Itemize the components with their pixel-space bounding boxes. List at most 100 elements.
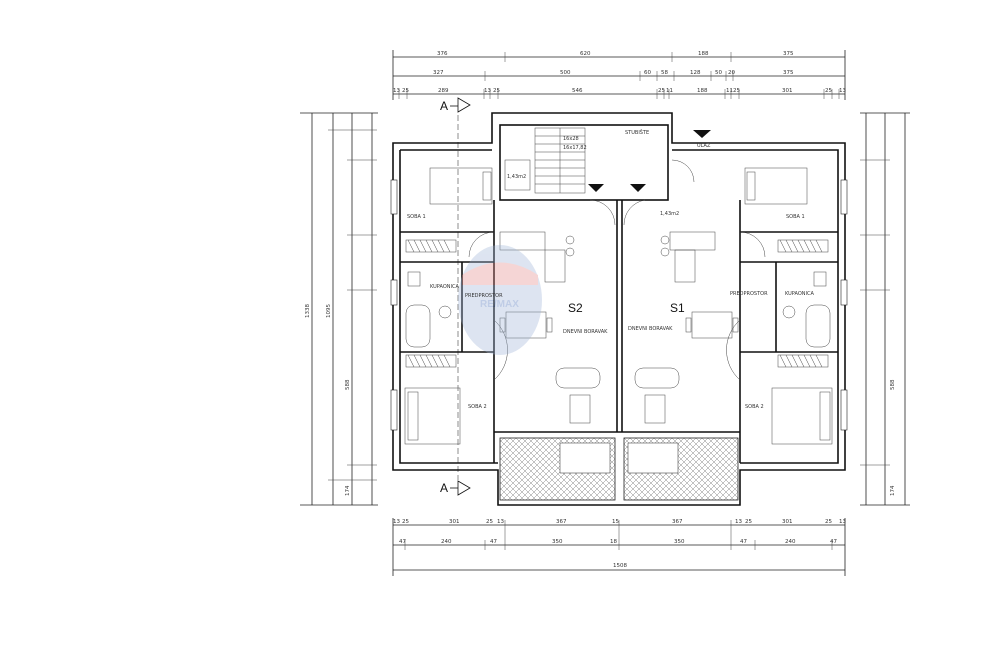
room-label-dnevni-left: DNEVNI BORAVAK [563, 329, 608, 335]
section-arrow-icon [457, 480, 471, 496]
dim-text: 500 [560, 70, 571, 76]
dim-text: 25 [402, 519, 409, 525]
room-label-soba1-left: SOBA 1 [407, 214, 426, 220]
window-symbols [390, 179, 848, 431]
dim-text: 25 [733, 88, 740, 94]
section-marker-top: A [440, 97, 471, 113]
dim-text: 367 [556, 519, 567, 525]
dim-text: 1095 [326, 304, 332, 318]
area-label: 1,43m2 [507, 174, 526, 180]
staircase: 16x28 16x17,82 1,43m2 [504, 127, 587, 194]
dim-text: 20 [728, 70, 735, 76]
dim-text: 47 [740, 539, 747, 545]
dim-text: 25 [402, 88, 409, 94]
dim-text: 25 [825, 88, 832, 94]
dim-text: 376 [437, 51, 448, 57]
dim-text: 25 [486, 519, 493, 525]
dining-tables [499, 311, 739, 339]
dim-text: 18 [610, 539, 617, 545]
remax-watermark: RE/MAX [458, 245, 542, 355]
dim-text: 15 [612, 519, 619, 525]
dim-text: 350 [552, 539, 563, 545]
dim-text: 350 [674, 539, 685, 545]
dim-text: 13 [393, 519, 400, 525]
dim-text: 47 [399, 539, 406, 545]
room-label-predprostor-left: PREDPROSTOR [465, 293, 503, 299]
room-label-stubiste: STUBIŠTE [625, 129, 649, 136]
building-walls [392, 112, 846, 506]
dim-text: 588 [345, 379, 351, 390]
dim-text: 367 [672, 519, 683, 525]
dim-text: 11 [666, 88, 673, 94]
room-label-kupaonica-right: KUPAONICA [785, 291, 814, 297]
unit-label-s2: S2 [568, 301, 583, 315]
right-dimension-text: 588 174 [890, 379, 896, 496]
dim-text: 301 [449, 519, 460, 525]
bottom-dimension-lines [392, 518, 846, 576]
dim-text: 620 [580, 51, 591, 57]
room-label-predprostor-right: PREDPROSTOR [730, 291, 768, 297]
left-dimension-text: 1338 1095 588 174 [305, 304, 351, 496]
dim-text: 289 [438, 88, 449, 94]
room-label-dnevni-right: DNEVNI BORAVAK [628, 326, 673, 332]
entry-arrow-icon [630, 184, 646, 192]
kitchen-units [499, 231, 716, 283]
dim-text: 588 [890, 379, 896, 390]
entry-arrow-icon [588, 184, 604, 192]
dim-text: 13 [735, 519, 742, 525]
unit-label-s1: S1 [670, 301, 685, 315]
dim-text: 13 [497, 519, 504, 525]
top-dimension-row-2: 327 500 60 58 128 50 20 375 [433, 70, 794, 76]
section-marker-bottom: A [440, 480, 471, 496]
entry-arrow-icon [693, 130, 711, 138]
sofa-units [555, 367, 680, 424]
top-dimension-lines [392, 50, 846, 100]
wardrobes [405, 239, 829, 368]
dim-text: 13 [393, 88, 400, 94]
dim-text: 375 [783, 70, 794, 76]
stair-label-2: 16x17,82 [563, 145, 587, 151]
dim-text: 13 [484, 88, 491, 94]
bed-furniture [404, 167, 833, 445]
balconies [499, 437, 739, 501]
area-label-right: 1,43m2 [660, 211, 679, 217]
dim-text: 47 [490, 539, 497, 545]
dim-text: 13 [839, 519, 846, 525]
stair-label-1: 16x28 [563, 136, 579, 142]
dim-text: 1338 [305, 304, 311, 318]
dim-total: 1508 [613, 563, 627, 569]
top-dimension-row-1: 376 620 188 375 [437, 51, 794, 57]
left-dimension-lines [300, 112, 378, 506]
room-label-soba2-right: SOBA 2 [745, 404, 764, 410]
door-swings [468, 159, 766, 381]
dim-text: 240 [785, 539, 796, 545]
dim-text: 301 [782, 519, 793, 525]
dim-text: 546 [572, 88, 583, 94]
dim-text: 188 [697, 88, 708, 94]
dim-text: 174 [345, 485, 351, 496]
dim-text: 128 [690, 70, 701, 76]
right-dimension-lines [860, 112, 910, 506]
dim-text: 25 [658, 88, 665, 94]
watermark-text: RE/MAX [480, 299, 519, 310]
section-letter: A [440, 481, 448, 495]
room-label-soba2-left: SOBA 2 [468, 404, 487, 410]
room-label-kupaonica-left: KUPAONICA [430, 284, 459, 290]
bottom-dimension-row-1: 13 25 301 25 13 367 15 367 13 25 301 25 … [393, 519, 846, 525]
bathroom-fixtures [405, 271, 831, 348]
dim-text: 25 [745, 519, 752, 525]
dim-text: 327 [433, 70, 444, 76]
dim-text: 47 [830, 539, 837, 545]
dim-text: 188 [698, 51, 709, 57]
section-arrow-icon [457, 97, 471, 113]
dim-text: 50 [715, 70, 722, 76]
dim-text: 58 [661, 70, 668, 76]
dim-text: 301 [782, 88, 793, 94]
top-dimension-row-3: 13 25 289 13 25 546 25 11 188 11 25 301 … [393, 88, 846, 94]
room-label-soba1-right: SOBA 1 [786, 214, 805, 220]
dim-text: 25 [825, 519, 832, 525]
dim-text: 375 [783, 51, 794, 57]
dim-text: 174 [890, 485, 896, 496]
dim-text: 11 [726, 88, 733, 94]
room-label-ulaz: ULAZ [697, 143, 711, 149]
